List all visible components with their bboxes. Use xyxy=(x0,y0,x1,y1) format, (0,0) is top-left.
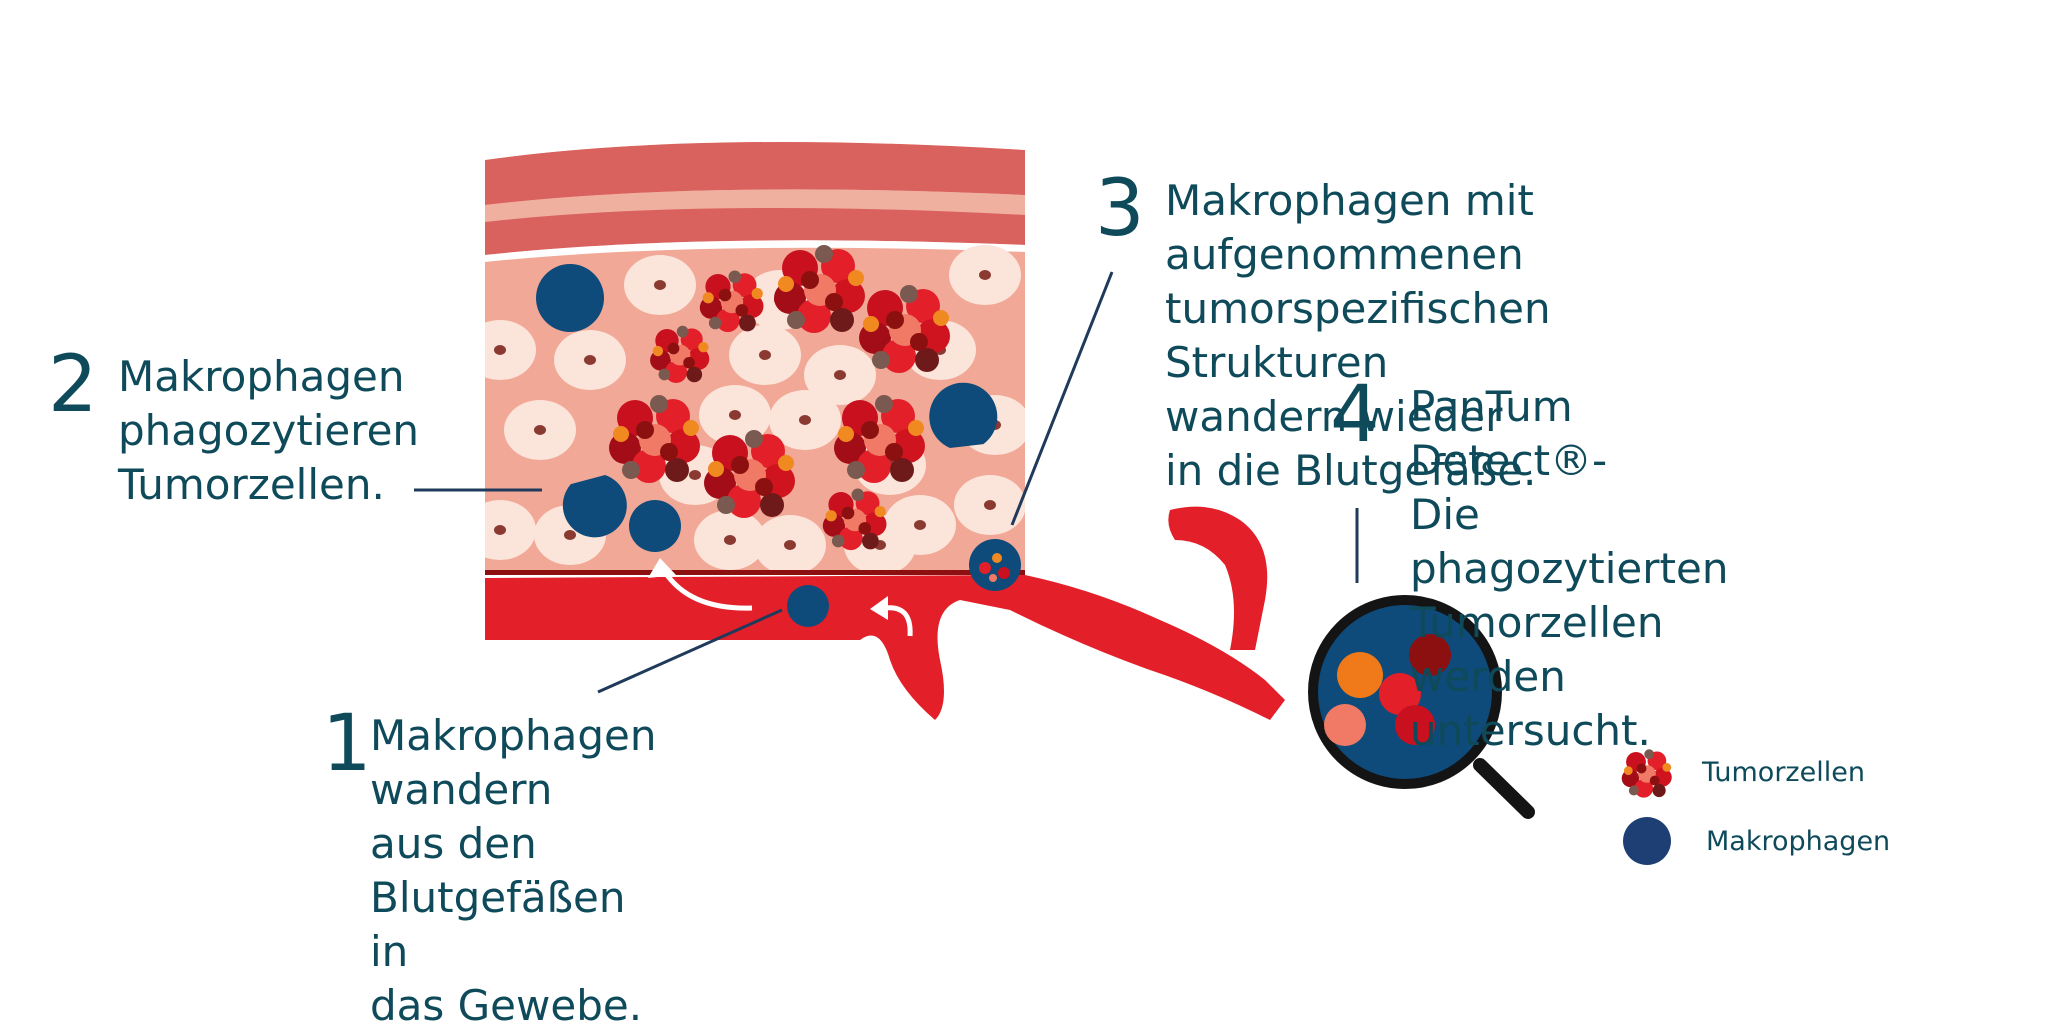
connector-step-3 xyxy=(1010,271,1114,526)
macrophage-in-vessel xyxy=(787,585,829,627)
step-4-text: PanTum Detect®- Die phagozytierten Tumor… xyxy=(1410,382,1729,755)
step-2-number: 2 xyxy=(48,340,98,430)
blood-vessel xyxy=(485,575,1285,720)
step-1-number: 1 xyxy=(322,699,372,789)
tissue-block xyxy=(485,142,1025,575)
step-3-text: Makrophagen mit aufgenommenen tumorspezi… xyxy=(1165,176,1551,495)
step-3-number: 3 xyxy=(1095,164,1145,254)
arrow-head-1 xyxy=(648,558,676,578)
legend-macrophage-icon xyxy=(1623,817,1671,865)
arrow-head-2 xyxy=(870,596,888,620)
arrow-out-of-vessel-2 xyxy=(884,605,913,637)
blood-vessel-branch xyxy=(1168,506,1268,650)
connector-step-1 xyxy=(597,608,783,694)
step-4-number: 4 xyxy=(1330,370,1380,460)
magnifier xyxy=(1308,595,1535,819)
step-2-text: Makrophagen phagozytieren Tumorzellen. xyxy=(118,352,420,509)
legend-macrophage-label: Makrophagen xyxy=(1706,826,1891,857)
step-1-text: Makrophagen wandern aus den Blutgefäßen … xyxy=(370,711,657,1030)
arrow-out-of-vessel-1 xyxy=(662,570,753,611)
legend-tumor-label: Tumorzellen xyxy=(1702,757,1865,788)
macrophage-with-fragments xyxy=(969,539,1021,591)
